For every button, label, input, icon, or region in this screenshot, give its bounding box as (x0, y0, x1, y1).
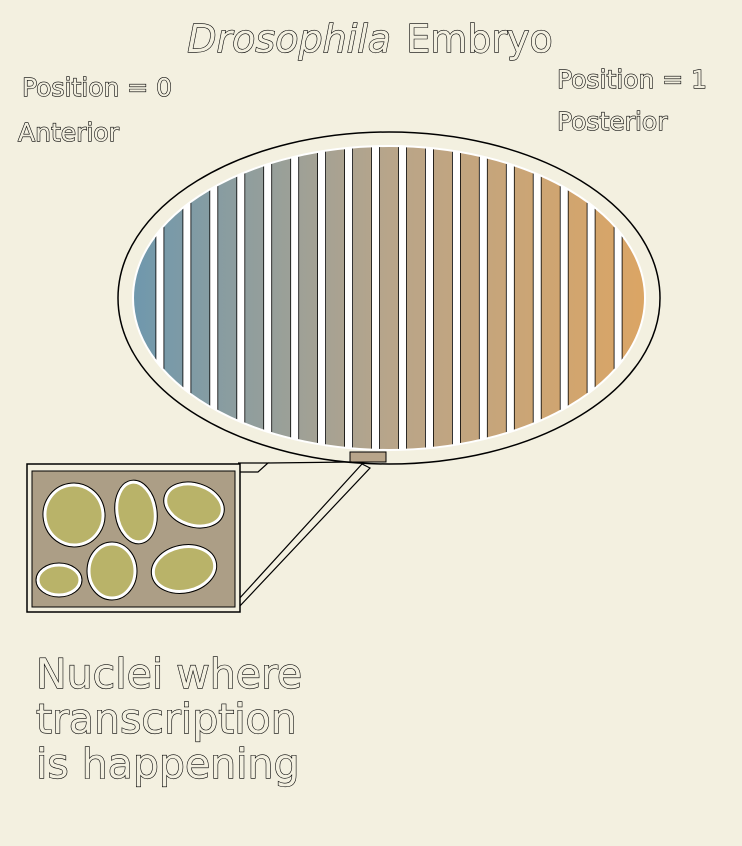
nuclei-group (35, 479, 225, 601)
nucleus (87, 542, 137, 600)
stripe-gap (317, 146, 327, 450)
stripe-gap (424, 146, 434, 450)
stripe-gap (559, 146, 569, 450)
stripe-gap (505, 146, 515, 450)
zoom-connector (237, 461, 371, 610)
embryo-gradient-fill (133, 146, 645, 450)
title-italic-part: Drosophila (187, 17, 391, 61)
nucleus-outline (114, 479, 158, 545)
stripe-gap (478, 146, 488, 450)
stripe-gap (532, 146, 542, 450)
posterior-label: Posterior (557, 107, 668, 136)
nucleus-outline (35, 562, 83, 598)
nucleus-outline (42, 482, 106, 548)
stripe-gap (451, 146, 461, 450)
diagram-title: Drosophila Embryo (187, 17, 552, 61)
nucleus-outline (150, 544, 218, 594)
zoom-source-region (349, 451, 387, 463)
nucleus (43, 483, 105, 547)
anterior-label: Anterior (18, 118, 120, 147)
nucleus-outline (86, 541, 138, 601)
stripe-gap (263, 146, 273, 450)
stripe-gap (371, 146, 380, 450)
nucleus-outline (163, 481, 225, 529)
stripe-gap (613, 146, 623, 450)
stripe-gap (398, 146, 407, 450)
stripe-gap (182, 146, 192, 450)
embryo-inner-outline (132, 145, 646, 451)
caption-line-1: Nuclei where (36, 650, 302, 698)
nuclei-inset (26, 463, 241, 613)
nucleus (164, 482, 224, 528)
embryo-stripe-gaps (155, 146, 623, 450)
nucleus (36, 563, 82, 597)
stripe-gap (155, 146, 165, 450)
anterior-position-label: Position = 0 (22, 73, 172, 102)
title-regular-part: Embryo (406, 17, 553, 61)
nucleus (115, 480, 157, 544)
embryo-interior (132, 145, 646, 451)
stripe-gap (586, 146, 596, 450)
caption-line-3: is happening (36, 740, 300, 788)
posterior-position-label: Position = 1 (557, 65, 707, 94)
stripe-gap (290, 146, 300, 450)
stripe-gap (209, 146, 219, 450)
caption-line-2: transcription (36, 695, 297, 743)
stripe-gap (344, 146, 354, 450)
nucleus (151, 545, 217, 593)
stripe-gap (236, 146, 246, 450)
